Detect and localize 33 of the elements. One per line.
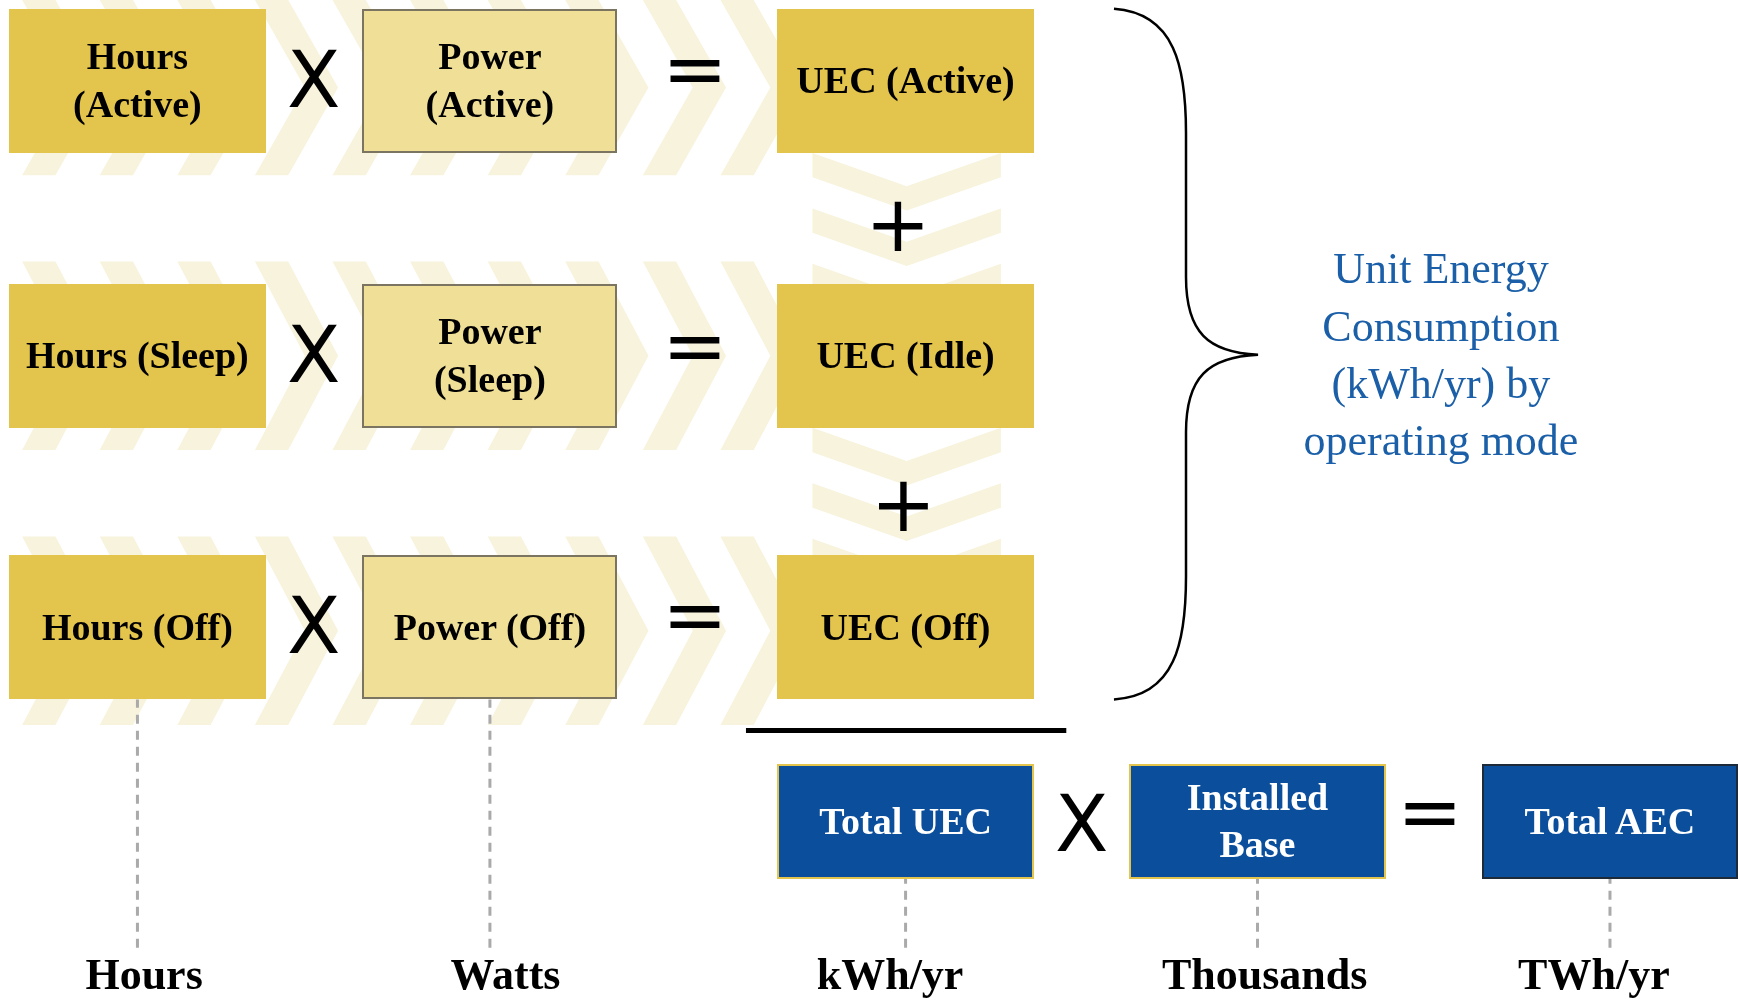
unit-label: Thousands (1130, 947, 1399, 1001)
leader-line (135, 699, 139, 948)
unit-label: kWh/yr (795, 947, 985, 1001)
leader-line (1608, 879, 1612, 948)
operator-sign: = (661, 312, 729, 380)
input-box: UEC (Idle) (777, 283, 1035, 428)
input-box: Hours (Off) (8, 555, 266, 700)
operator-sign: X (285, 41, 342, 119)
result-box: Installed Base (1129, 763, 1386, 879)
unit-label: TWh/yr (1496, 947, 1692, 1001)
input-box: Power (Off) (362, 555, 618, 700)
unit-label: Watts (427, 947, 583, 1001)
leader-line (904, 879, 908, 948)
unit-label: Hours (66, 947, 222, 1001)
input-box: Hours (Active) (8, 8, 266, 153)
leader-line (1256, 879, 1259, 948)
operator-sign: X (1054, 784, 1110, 863)
result-box: Total AEC (1481, 763, 1738, 879)
operator-sign: + (864, 190, 932, 258)
operator-sign: = (661, 581, 729, 649)
input-box: Power (Active) (362, 8, 618, 153)
operator-sign: + (870, 471, 937, 538)
operator-sign: X (285, 315, 342, 394)
input-box: UEC (Off) (777, 555, 1035, 700)
operator-sign: = (1396, 779, 1464, 846)
operator-sign: X (285, 587, 342, 666)
note-text: Unit Energy Consumption (kWh/yr) by operating mode (1302, 243, 1580, 466)
operator-sign: = (661, 35, 729, 102)
leader-line (488, 699, 492, 948)
input-box: UEC (Active) (777, 8, 1035, 153)
input-box: Hours (Sleep) (8, 283, 266, 428)
result-box: Total UEC (777, 763, 1035, 879)
input-box: Power (Sleep) (362, 283, 618, 428)
